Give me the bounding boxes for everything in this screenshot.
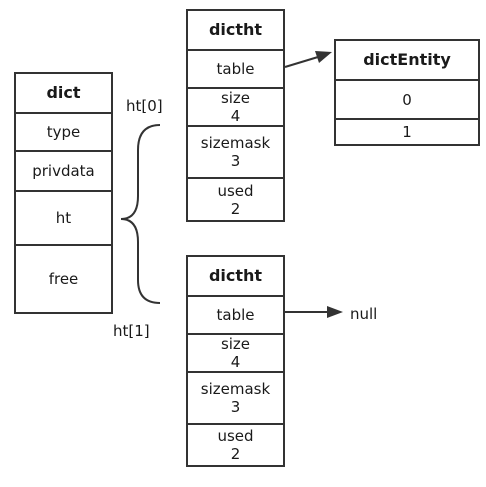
- dictht0-used-value: 2: [230, 199, 241, 218]
- ht0-label: ht[0]: [126, 97, 163, 115]
- dictht0-table-field: table: [188, 49, 283, 87]
- dictentity-title: dictEntity: [363, 50, 451, 69]
- dictht1-sizemask-value: 3: [230, 398, 241, 416]
- dictht0-sizemask-value: 3: [230, 152, 241, 170]
- dictht0-used-field: used 2: [188, 177, 283, 220]
- dictht1-used-value: 2: [230, 445, 241, 463]
- dictht1-size-label: size: [220, 335, 251, 353]
- dictht0-sizemask-field: sizemask 3: [188, 125, 283, 177]
- ht1-label: ht[1]: [113, 322, 150, 340]
- dictht0-title: dictht: [208, 20, 263, 39]
- dictht1-size-field: size 4: [188, 333, 283, 371]
- table-to-dictentity-arrow-line: [284, 56, 319, 68]
- dictentity-item-1: 1: [336, 118, 478, 144]
- dict-title: dict: [46, 83, 81, 102]
- table-to-dictentity-arrowhead: [315, 51, 332, 63]
- dict-field-free: free: [16, 244, 111, 312]
- dictht0-sizemask-label: sizemask: [200, 134, 271, 152]
- dict-box: dict type privdata ht free: [14, 72, 113, 314]
- dictht1-box: dictht table size 4 sizemask 3 used 2: [186, 255, 285, 467]
- dict-field-privdata: privdata: [16, 150, 111, 190]
- dictht0-used-label: used: [217, 181, 254, 200]
- dictentity-item-0: 0: [336, 79, 478, 118]
- dictht0-box: dictht table size 4 sizemask 3 used 2: [186, 9, 285, 222]
- curly-brace: [120, 124, 161, 304]
- dictht1-used-label: used: [217, 427, 254, 445]
- dictht1-used-field: used 2: [188, 423, 283, 465]
- dictht1-sizemask-label: sizemask: [200, 380, 271, 398]
- null-label: null: [350, 305, 378, 323]
- dictht0-size-field: size 4: [188, 87, 283, 125]
- dictht1-title: dictht: [208, 266, 263, 285]
- dict-field-type: type: [16, 112, 111, 150]
- dictht1-sizemask-field: sizemask 3: [188, 371, 283, 423]
- dictentity-box: dictEntity 0 1: [334, 39, 480, 146]
- dictht1-size-value: 4: [230, 353, 241, 371]
- dictht0-size-label: size: [220, 89, 251, 107]
- dict-field-ht: ht: [16, 190, 111, 244]
- table-to-null-arrowhead: [327, 306, 343, 318]
- dictht1-table-field: table: [188, 295, 283, 333]
- dictht0-size-value: 4: [230, 107, 241, 125]
